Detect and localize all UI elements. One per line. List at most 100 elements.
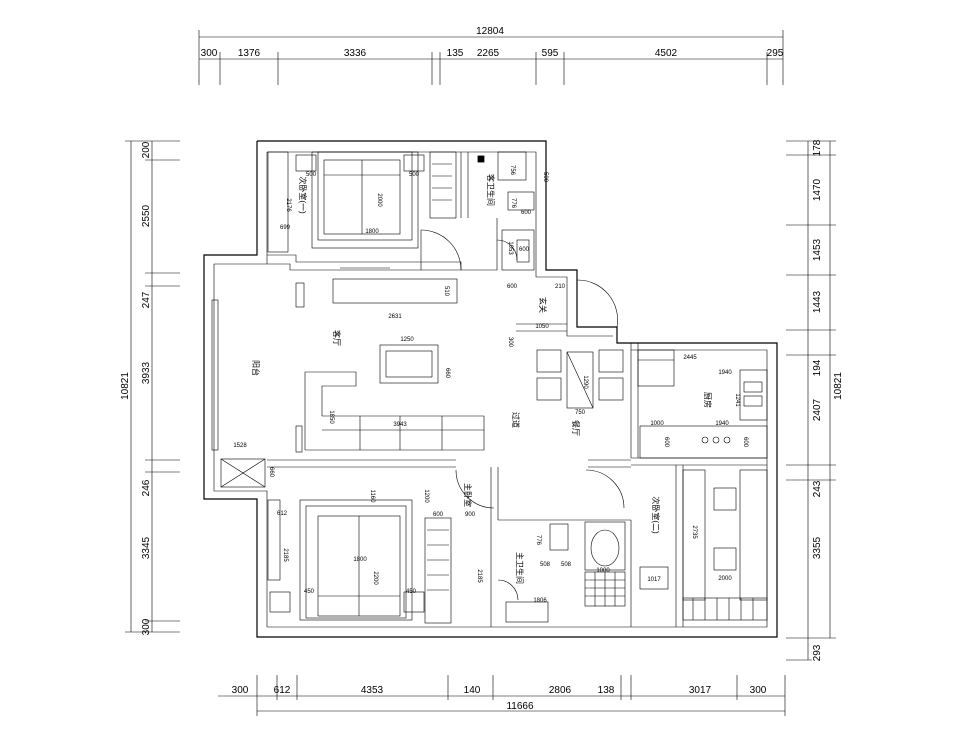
right-dim-3: 1453	[812, 238, 823, 261]
kitchen-c: 1241	[734, 393, 740, 407]
kitchen-e: 1940	[715, 421, 729, 427]
guest-bath-f: 600	[519, 247, 530, 253]
master-side: 450	[304, 589, 315, 595]
bed2-a: 2735	[691, 525, 697, 539]
bed1-side2: 500	[409, 172, 420, 178]
guest-bathroom: 756 500 776 600 1053 600 客卫生间	[477, 151, 548, 271]
dining-width: 750	[575, 410, 586, 416]
kitchen-f: 600	[663, 437, 669, 448]
right-dim-8: 3355	[812, 536, 823, 559]
dining-area: 1290 750 餐厅 过道	[511, 349, 624, 436]
left-dim-7: 300	[141, 618, 152, 635]
top-dim-7: 4502	[655, 48, 678, 59]
room-label-dining: 餐厅	[571, 420, 580, 436]
right-dim-5: 194	[812, 359, 823, 376]
kitchen-b: 1940	[718, 370, 732, 376]
mbath-b: 508	[540, 562, 551, 568]
kitchen-g: 600	[742, 437, 748, 448]
bottom-dim-3: 4353	[361, 685, 384, 696]
master-closet: 600	[433, 512, 444, 518]
bottom-total-dim: 11666	[506, 701, 534, 712]
bottom-dim-2: 612	[274, 685, 291, 696]
guest-bath-d: 600	[521, 210, 532, 216]
coffee-table-h: 660	[444, 368, 450, 379]
master-closet2: 900	[465, 512, 476, 518]
bed2-b: 2000	[718, 576, 732, 582]
room-label-master: 主卧室	[463, 483, 473, 507]
mbath-d: 1000	[596, 568, 610, 574]
bottom-dim-6: 138	[598, 685, 615, 696]
kitchen-a: 2445	[683, 355, 697, 361]
right-total-dim: 10821	[833, 372, 844, 400]
walls	[203, 140, 778, 638]
left-dim-1: 200	[141, 141, 152, 158]
entrance-a: 600	[507, 284, 518, 290]
room-label-master-bath: 主卫生间	[515, 552, 525, 584]
tv-cabinet-depth: 510	[443, 286, 449, 297]
room-label-balcony: 阳台	[251, 360, 261, 376]
top-dim-2: 1376	[238, 48, 261, 59]
secondary-bedroom-2: 2735 2000 1017 次卧室(二)	[639, 469, 768, 621]
room-label-bedroom-1: 次卧室(一)	[298, 176, 308, 214]
right-dimensions: 178 1470 1453 1443 194 2407 243 3355 293…	[786, 139, 844, 661]
top-dim-4: 135	[447, 48, 464, 59]
master-door: 1160	[369, 490, 375, 504]
top-dim-6: 595	[542, 48, 559, 59]
master-closet3: 2185	[476, 569, 482, 583]
bottom-dim-5: 2806	[549, 685, 572, 696]
tv-cabinet: 2631 510	[295, 267, 458, 320]
master-side2: 450	[406, 589, 417, 595]
bed1-length: 2000	[376, 193, 382, 207]
bottom-dim-7: 3017	[689, 685, 712, 696]
left-dim-6: 3345	[141, 536, 152, 559]
right-dim-2: 1470	[812, 178, 823, 201]
coffee-table-w: 1250	[400, 337, 414, 343]
bottom-dimensions: 300 612 4353 140 2806 138 3017 300 11666	[218, 675, 786, 716]
entrance: 600 210 1050 300 玄关	[507, 284, 566, 348]
wardrobe1-dim: 2176	[285, 198, 291, 212]
guest-bath-e: 1053	[507, 241, 513, 255]
bottom-dim-1: 300	[232, 685, 249, 696]
shelf1-dim: 699	[280, 225, 291, 231]
sofa-depth: 1850	[328, 410, 334, 424]
guest-bath-a: 756	[509, 165, 515, 176]
left-dim-2: 2550	[141, 204, 152, 227]
top-dim-1: 300	[201, 48, 218, 59]
room-label-kitchen: 厨房	[703, 392, 713, 408]
mbath-e: 1806	[533, 598, 547, 604]
right-dim-9: 293	[812, 644, 823, 661]
living-room: 1250 660 3943 1850 客厅	[295, 330, 485, 453]
mbath-a: 776	[535, 535, 541, 546]
tv-cabinet-length: 2631	[388, 314, 402, 320]
mbath-c: 508	[561, 562, 572, 568]
left-dim-4: 3933	[141, 361, 152, 384]
top-dim-5: 2265	[477, 48, 500, 59]
secondary-bedroom-1: 1800 2000 500 500 2176 699 次卧室(一)	[267, 151, 457, 253]
master-bed-length: 2200	[372, 571, 378, 585]
master-bathroom: 776 508 508 1000 1806 主卫生间	[505, 521, 626, 623]
bed2-c: 1017	[647, 577, 661, 583]
room-label-entrance: 玄关	[538, 297, 548, 313]
top-dim-3: 3336	[344, 48, 367, 59]
room-label-living: 客厅	[332, 330, 342, 346]
top-dim-8: 295	[767, 48, 784, 59]
left-dim-3: 247	[141, 291, 152, 308]
balcony-cabinet: 1528	[233, 443, 247, 449]
right-dim-4: 1443	[812, 290, 823, 313]
kitchen-d: 1000	[650, 421, 664, 427]
top-dimensions: 12804 300 1376 3336 135 2265 595 4502 29…	[198, 26, 784, 85]
balcony-height: 660	[268, 467, 274, 478]
dining-table-dim: 1290	[582, 375, 588, 389]
entrance-b: 210	[555, 284, 566, 290]
room-label-aisle: 过道	[511, 412, 521, 428]
doors	[420, 229, 625, 601]
top-total-dim: 12804	[476, 26, 504, 37]
master-bed-width: 1800	[353, 557, 367, 563]
bed1-width: 1800	[365, 229, 379, 235]
right-dim-7: 243	[812, 480, 823, 497]
room-label-bedroom-2: 次卧室(二)	[651, 496, 661, 534]
guest-bath-b: 500	[542, 172, 548, 183]
bed1-side: 500	[306, 172, 317, 178]
master-wall: 612	[277, 511, 288, 517]
